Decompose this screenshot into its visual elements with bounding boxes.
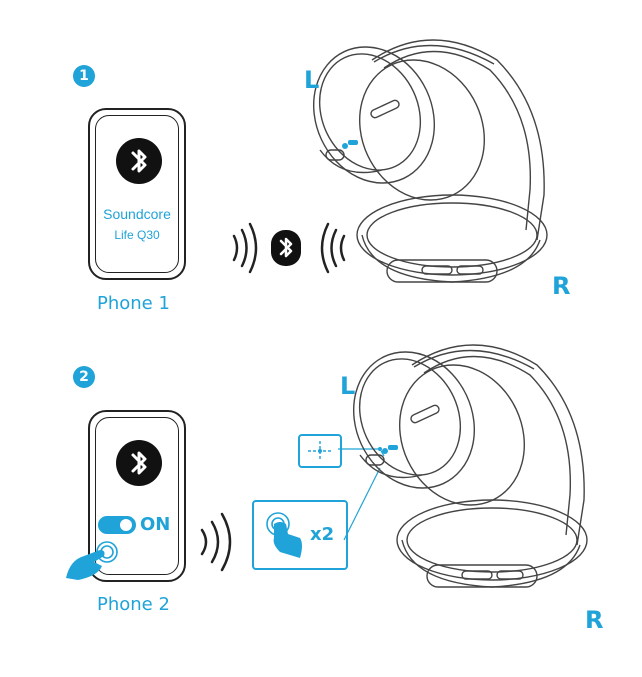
bluetooth-icon [271,230,301,266]
device-model: Life Q30 [114,228,160,242]
power-button-callout [298,434,342,468]
phone-2-label: Phone 2 [97,594,170,615]
left-earcup-label: L [304,66,320,94]
finger-press-icon [66,541,118,580]
phone-1: Soundcore Life Q30 [88,108,186,280]
double-press-callout: x2 [252,500,348,570]
bluetooth-icon [116,138,162,184]
press-count: x2 [310,524,335,545]
headphones-icon [352,344,588,588]
callout-connector [338,447,385,541]
headphones-icon [312,39,548,283]
power-button-icon [308,441,332,461]
step-2-badge: 2 [73,366,95,388]
step-1-badge: 1 [73,65,95,87]
right-earcup-label: R [552,272,571,300]
device-name: Soundcore [103,206,171,222]
bluetooth-icon [116,440,162,486]
phone-1-label: Phone 1 [97,293,170,314]
signal-waves-icon [200,512,232,572]
right-earcup-label: R [585,606,604,634]
phone-2-screen: ON [95,417,179,575]
toggle-on-label: ON [140,514,171,535]
bluetooth-toggle[interactable] [98,516,136,534]
finger-press-icon [266,512,302,558]
left-earcup-label: L [340,372,356,400]
signal-waves-icon [232,222,346,274]
phone-1-screen: Soundcore Life Q30 [95,115,179,273]
toggle-knob [120,519,132,531]
